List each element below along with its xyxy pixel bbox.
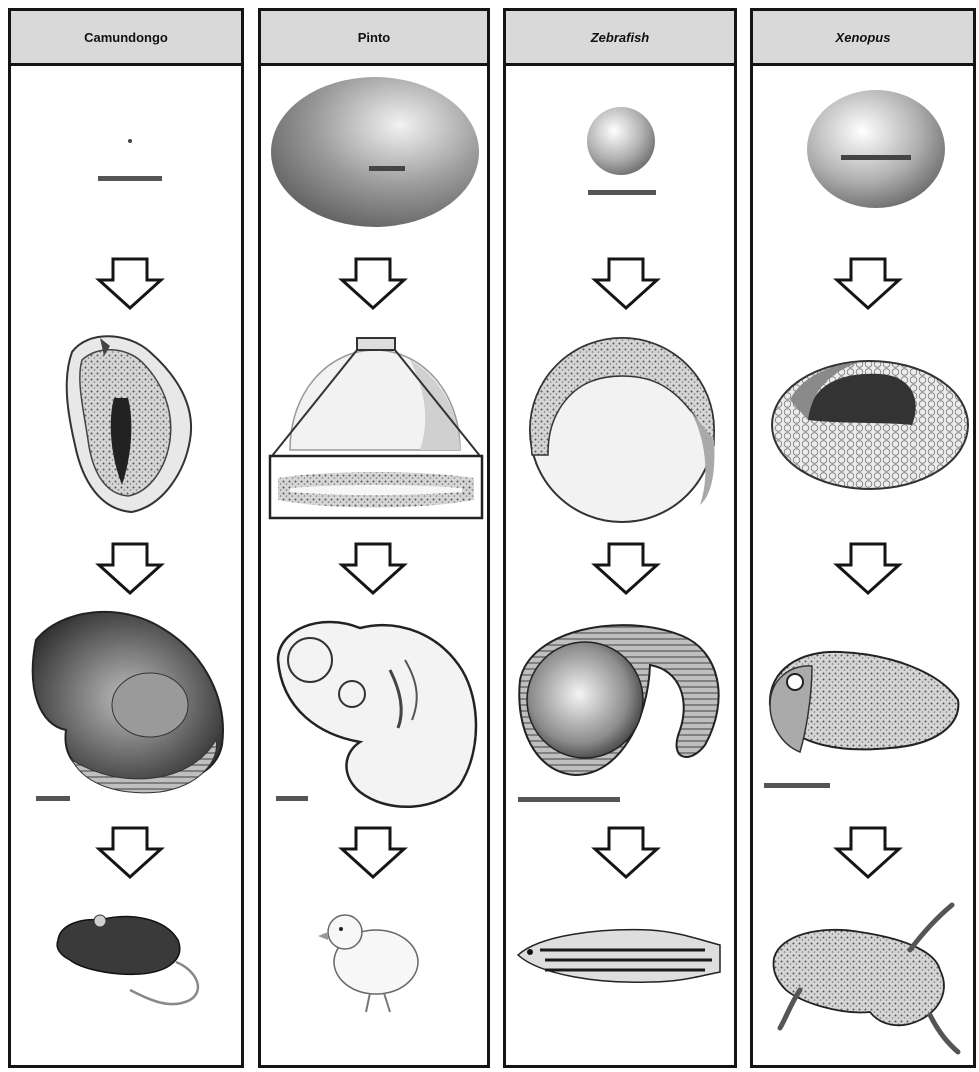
chick-late-embryo bbox=[276, 622, 476, 807]
xenopus-egg bbox=[807, 90, 945, 208]
mouse-late-embryo bbox=[33, 612, 223, 801]
chick-blastoderm bbox=[270, 338, 482, 518]
chick-adult bbox=[318, 915, 418, 1012]
scale-bar bbox=[518, 797, 620, 802]
scale-bar bbox=[36, 796, 70, 801]
zebrafish-late-embryo bbox=[518, 625, 719, 802]
xenopus-adult bbox=[774, 905, 959, 1052]
mouse-adult bbox=[57, 915, 198, 1004]
xenopus-blastula bbox=[772, 361, 968, 489]
mouse-egg bbox=[98, 139, 162, 181]
mouse-early-embryo bbox=[67, 336, 191, 512]
scale-bar bbox=[98, 176, 162, 181]
zebrafish-adult bbox=[518, 930, 720, 983]
scale-bar bbox=[276, 796, 308, 801]
scale-bar bbox=[764, 783, 830, 788]
scale-bar bbox=[841, 155, 911, 160]
scale-bar bbox=[588, 190, 656, 195]
zebrafish-blastula bbox=[530, 338, 714, 522]
scale-bar bbox=[369, 166, 405, 171]
zebrafish-egg bbox=[587, 107, 656, 195]
chick-egg bbox=[271, 77, 479, 227]
xenopus-tadpole-embryo bbox=[764, 652, 958, 788]
